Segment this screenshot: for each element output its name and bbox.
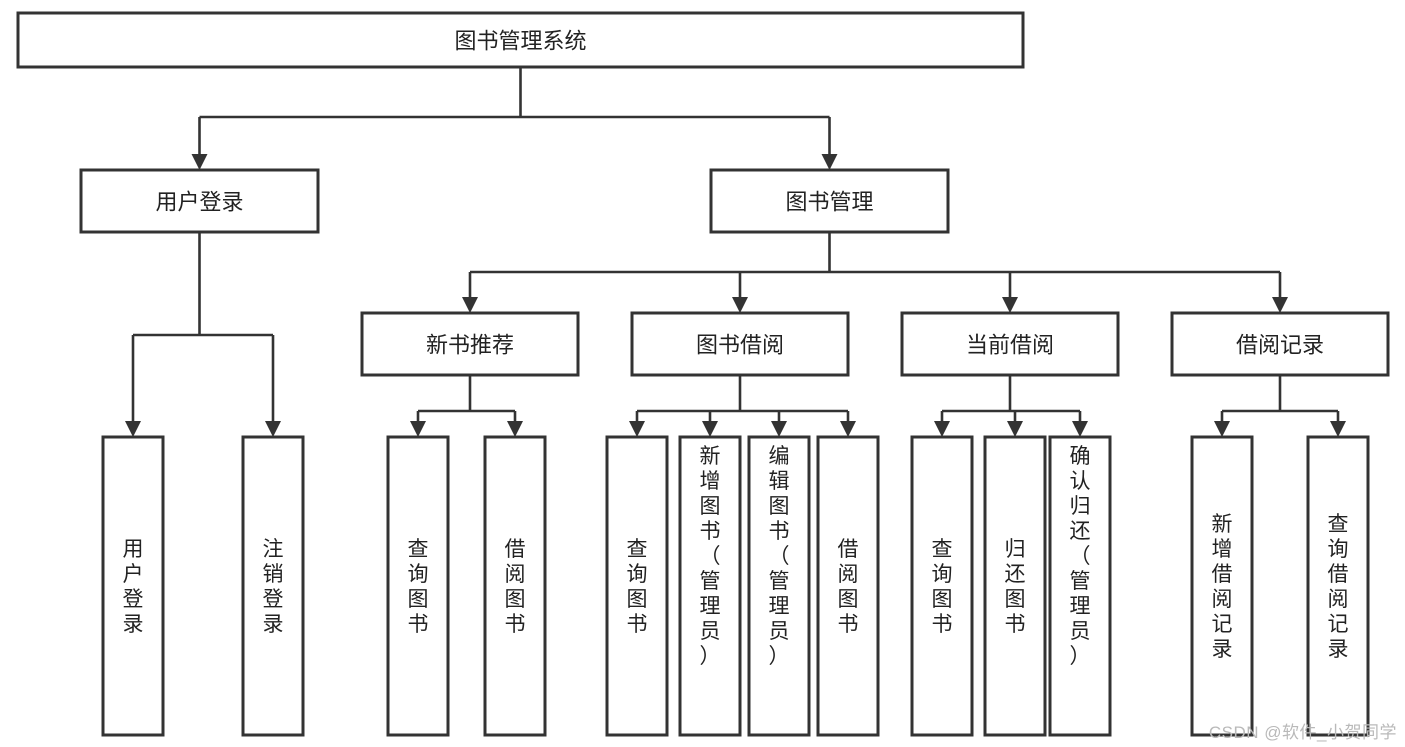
node-leaf-query-record-box [1306,435,1370,737]
node-leaf-edit-book-label: 编辑图书（管理员） [769,445,790,668]
node-leaf-query-book-3-box [910,435,974,737]
node-borrow-record[interactable]: 借阅记录 [1170,311,1390,377]
borrow-record-to-leaf-query-record-arrowhead [1330,421,1346,437]
node-leaf-user-login-box [101,435,165,737]
node-new-book-rec-label: 新书推荐 [426,333,514,358]
node-leaf-query-record-label: 查询借阅记录 [1328,513,1349,661]
current-borrow-to-leaf-return-book-arrowhead [1007,421,1023,437]
node-leaf-query-book-3[interactable]: 查询图书 [910,435,974,737]
node-leaf-edit-book[interactable]: 编辑图书（管理员） [747,435,811,737]
current-borrow-to-leaf-query-book-3-arrowhead [934,421,950,437]
node-book-borrow-label: 图书借阅 [696,333,784,358]
node-leaf-query-book-2[interactable]: 查询图书 [605,435,669,737]
node-leaf-query-book-1[interactable]: 查询图书 [386,435,450,737]
root-to-user-login-arrowhead [191,154,208,170]
node-leaf-query-book-2-box [605,435,669,737]
node-leaf-edit-book-box [747,435,811,737]
node-leaf-add-book-box [678,435,742,737]
node-root-box [16,11,1025,69]
book-manage-to-borrow-record-arrowhead [1272,297,1288,313]
new-book-rec-to-leaf-query-book-1-arrowhead [410,421,426,437]
book-borrow-to-leaf-query-book-2-arrowhead [629,421,645,437]
book-borrow-to-leaf-borrow-book-2-arrowhead [840,421,856,437]
node-leaf-return-book-label: 归还图书 [1005,538,1026,636]
book-borrow-to-leaf-add-book-arrowhead [702,421,718,437]
node-book-borrow[interactable]: 图书借阅 [630,311,850,377]
node-leaf-user-login[interactable]: 用户登录 [101,435,165,737]
node-leaf-query-book-1-label: 查询图书 [408,538,429,636]
node-leaf-add-record[interactable]: 新增借阅记录 [1190,435,1254,737]
book-borrow-to-leaf-edit-book-arrowhead [771,421,787,437]
node-leaf-logout-label: 注销登录 [263,538,284,636]
node-leaf-confirm-return-box [1048,435,1112,737]
watermark-text: CSDN @软件_小贺同学 [1208,723,1397,742]
node-leaf-query-book-2-label: 查询图书 [627,538,648,636]
node-leaf-borrow-book-1[interactable]: 借阅图书 [483,435,547,737]
node-borrow-record-label: 借阅记录 [1236,333,1324,358]
node-leaf-query-book-1-box [386,435,450,737]
connectors-layer [125,67,1346,437]
current-borrow-to-leaf-confirm-return-arrowhead [1072,421,1088,437]
user-login-to-leaf-logout-arrowhead [265,421,281,437]
node-leaf-add-record-box [1190,435,1254,737]
node-leaf-return-book-box [983,435,1047,737]
node-leaf-borrow-book-1-box [483,435,547,737]
node-leaf-borrow-book-2-box [816,435,880,737]
node-current-borrow[interactable]: 当前借阅 [900,311,1120,377]
node-leaf-query-record[interactable]: 查询借阅记录 [1306,435,1370,737]
node-leaf-borrow-book-2[interactable]: 借阅图书 [816,435,880,737]
node-leaf-user-login-label: 用户登录 [123,538,144,636]
root-to-book-manage-arrowhead [821,154,838,170]
node-new-book-rec-box [360,311,580,377]
node-book-borrow-box [630,311,850,377]
node-user-login-label: 用户登录 [155,190,243,215]
node-book-manage-label: 图书管理 [785,190,873,215]
nodes-layer: 图书管理系统用户登录图书管理新书推荐图书借阅当前借阅借阅记录用户登录注销登录查询… [16,11,1390,737]
book-manage-to-book-borrow-arrowhead [732,297,748,313]
node-leaf-confirm-return-label: 确认归还（管理员） [1070,445,1091,668]
node-leaf-query-book-3-label: 查询图书 [932,538,953,636]
node-user-login[interactable]: 用户登录 [79,168,320,234]
node-current-borrow-box [900,311,1120,377]
node-root[interactable]: 图书管理系统 [16,11,1025,69]
node-leaf-add-book-label: 新增图书（管理员） [700,445,721,668]
node-current-borrow-label: 当前借阅 [966,333,1054,358]
node-borrow-record-box [1170,311,1390,377]
node-book-manage[interactable]: 图书管理 [709,168,950,234]
book-manage-to-current-borrow-arrowhead [1002,297,1018,313]
node-leaf-add-record-label: 新增借阅记录 [1212,513,1233,661]
node-leaf-logout-box [241,435,305,737]
node-leaf-return-book[interactable]: 归还图书 [983,435,1047,737]
node-root-label: 图书管理系统 [454,29,586,54]
borrow-record-to-leaf-add-record-arrowhead [1214,421,1230,437]
node-leaf-borrow-book-1-label: 借阅图书 [505,538,526,636]
node-book-manage-box [709,168,950,234]
node-leaf-confirm-return[interactable]: 确认归还（管理员） [1048,435,1112,737]
new-book-rec-to-leaf-borrow-book-1-arrowhead [507,421,523,437]
node-leaf-add-book[interactable]: 新增图书（管理员） [678,435,742,737]
user-login-to-leaf-user-login-arrowhead [125,421,141,437]
node-user-login-box [79,168,320,234]
node-leaf-logout[interactable]: 注销登录 [241,435,305,737]
node-new-book-rec[interactable]: 新书推荐 [360,311,580,377]
book-manage-to-new-book-rec-arrowhead [462,297,478,313]
node-leaf-borrow-book-2-label: 借阅图书 [838,538,859,636]
